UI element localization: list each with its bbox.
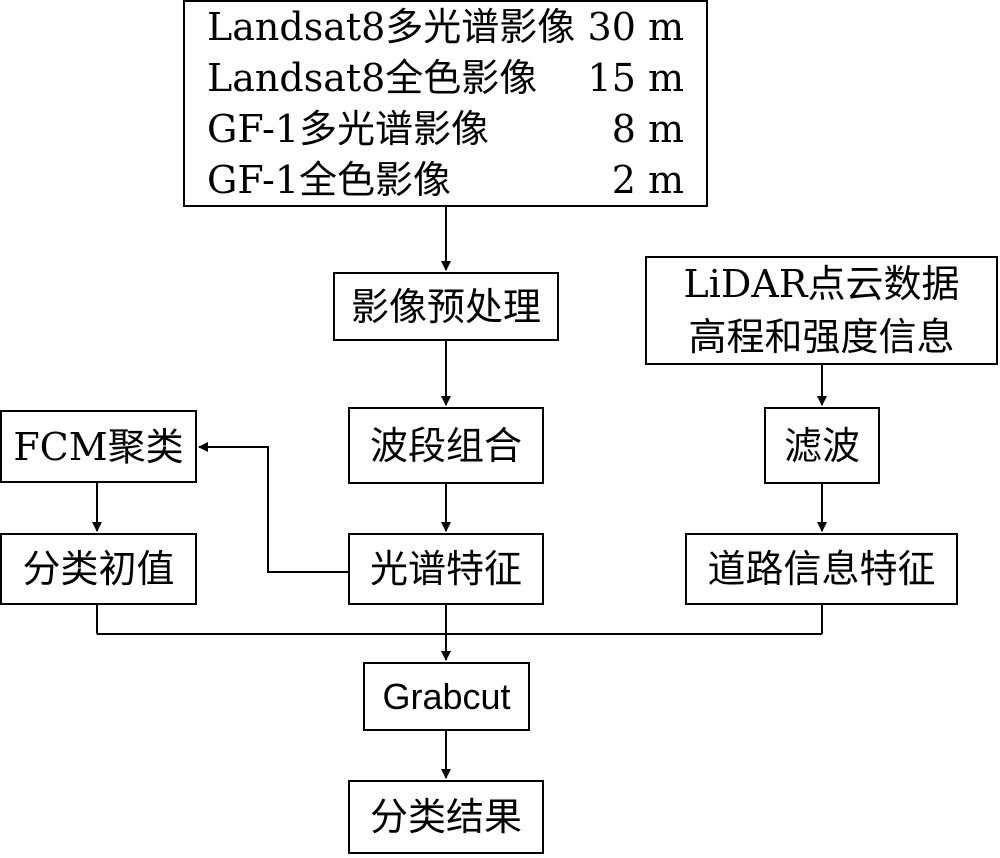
lidar-line: LiDAR点云数据	[683, 262, 960, 307]
source-resolution: 30 m	[587, 5, 684, 50]
band-combination-node: 波段组合	[348, 407, 544, 484]
grabcut-node: Grabcut	[363, 662, 530, 731]
classification-result-node: 分类结果	[348, 780, 544, 854]
edge-spectral-fcm	[198, 442, 351, 573]
source-resolution: 2 m	[611, 157, 684, 202]
spectral-feature-node: 光谱特征	[348, 533, 544, 605]
source-name: GF-1全色影像	[207, 157, 452, 202]
source-name: GF-1多光谱影像	[207, 106, 490, 151]
source-row: Landsat8全色影像 15 m	[207, 53, 684, 104]
lidar-data-node: LiDAR点云数据 高程和强度信息	[645, 256, 998, 365]
image-sources-box: Landsat8多光谱影像 30 m Landsat8全色影像 15 m GF-…	[183, 0, 708, 207]
initial-class-node: 分类初值	[0, 533, 197, 605]
filter-node: 滤波	[764, 407, 880, 484]
source-resolution: 8 m	[611, 106, 684, 151]
source-row: GF-1全色影像 2 m	[207, 154, 684, 205]
source-row: Landsat8多光谱影像 30 m	[207, 2, 684, 53]
source-name: Landsat8多光谱影像	[207, 5, 576, 50]
fcm-cluster-node: FCM聚类	[0, 410, 197, 483]
lidar-line: 高程和强度信息	[688, 314, 955, 359]
road-feature-node: 道路信息特征	[685, 533, 958, 605]
source-row: GF-1多光谱影像 8 m	[207, 104, 684, 155]
source-name: Landsat8全色影像	[207, 56, 538, 101]
source-resolution: 15 m	[587, 56, 684, 101]
preprocess-node: 影像预处理	[333, 272, 559, 341]
